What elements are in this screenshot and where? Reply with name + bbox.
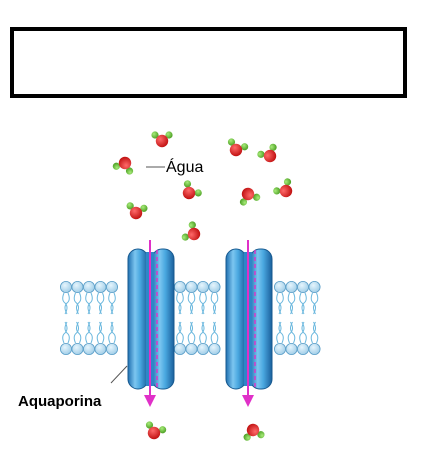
lipid-head xyxy=(94,342,107,355)
lipid-tail xyxy=(310,292,319,315)
lipid-head xyxy=(285,280,298,293)
lipid-head xyxy=(71,280,84,293)
water-label: Água xyxy=(166,157,203,176)
aquaporin-channel-right xyxy=(225,240,273,407)
lipid-head xyxy=(273,342,286,355)
water-molecule xyxy=(126,202,148,220)
lipid-head xyxy=(60,342,73,355)
lipid-tail xyxy=(176,321,184,344)
lipid-head xyxy=(296,280,309,293)
water-molecule xyxy=(227,138,249,157)
lipid-tail xyxy=(96,292,105,315)
lipid-tail xyxy=(85,321,93,344)
lipid-tail xyxy=(210,292,219,315)
water-molecule xyxy=(239,187,261,206)
lipid-head xyxy=(185,280,198,293)
title-box xyxy=(10,27,407,98)
lipid-tail xyxy=(199,321,207,344)
lipid-tail xyxy=(276,321,284,344)
aquaporin-label: Aquaporina xyxy=(18,393,102,410)
water-molecule xyxy=(273,178,293,198)
lipid-head xyxy=(208,342,221,355)
lipid-tail xyxy=(299,321,307,344)
lipid-head xyxy=(273,280,286,293)
lipid-tail xyxy=(310,321,319,344)
lipid-head xyxy=(196,342,209,355)
lipid-head xyxy=(60,280,73,293)
lipid-head xyxy=(285,342,298,355)
lipid-head xyxy=(208,280,221,293)
lipid-tail xyxy=(62,321,70,344)
lipid-tail xyxy=(210,321,219,344)
lipid-tail xyxy=(108,292,116,315)
aquaporin-leader-line xyxy=(110,365,128,384)
lipid-head xyxy=(94,280,107,293)
lipid-tail xyxy=(73,321,82,344)
lipid-tail xyxy=(176,292,184,315)
lipid-tail xyxy=(108,321,116,344)
lipid-head xyxy=(83,342,96,355)
lipid-tail xyxy=(187,321,196,344)
water-molecule xyxy=(182,180,202,200)
lipid-tail xyxy=(62,292,70,315)
lipid-head xyxy=(185,342,198,355)
water-molecule xyxy=(151,131,173,148)
water-molecule xyxy=(181,221,201,241)
lipid-head xyxy=(296,342,309,355)
lipid-head xyxy=(106,342,119,355)
lipid-head xyxy=(83,280,96,293)
water-molecule xyxy=(112,156,134,175)
lipid-tail xyxy=(73,292,82,315)
lipid-tail xyxy=(96,321,105,344)
membrane-heads xyxy=(60,280,321,355)
lipid-tail xyxy=(299,292,307,315)
lipid-tail xyxy=(199,292,207,315)
lipid-tail xyxy=(85,292,93,315)
lipid-head xyxy=(106,280,119,293)
water-molecule xyxy=(243,423,265,441)
lipid-tail xyxy=(276,292,284,315)
water-molecule xyxy=(257,143,277,163)
lipid-head xyxy=(173,280,186,293)
water-molecule xyxy=(145,421,167,440)
lipid-head xyxy=(308,342,321,355)
lipid-head xyxy=(173,342,186,355)
membrane-tails xyxy=(62,292,319,344)
lipid-head xyxy=(308,280,321,293)
lipid-tail xyxy=(287,321,296,344)
water-molecules xyxy=(112,131,293,441)
lipid-head xyxy=(71,342,84,355)
aquaporin-channel-left xyxy=(127,240,175,407)
lipid-head xyxy=(196,280,209,293)
lipid-tail xyxy=(287,292,296,315)
lipid-tail xyxy=(187,292,196,315)
